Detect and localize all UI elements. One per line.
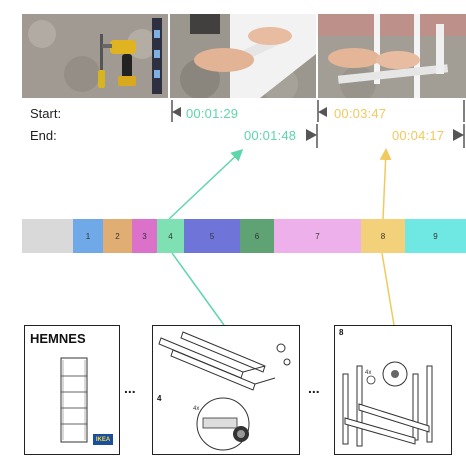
manual-step-4-page: 4 4x [152, 325, 300, 455]
segment-timeline: 1 2 3 4 5 6 7 8 9 [22, 219, 466, 253]
manual-cover-page: HEMNES IKEA [24, 325, 120, 455]
step-4-illustration [158, 331, 291, 451]
timeline-segment-5: 5 [184, 219, 240, 253]
timeline-segment-7: 7 [274, 219, 361, 253]
clip-1-start-marker [171, 100, 181, 122]
timeline-segment-4: 4 [157, 219, 184, 253]
step-8-illustration [342, 361, 433, 447]
video-frame-tools [22, 14, 168, 98]
clip-1-arrow [168, 148, 244, 220]
clip-2-arrow [379, 148, 392, 220]
ikea-logo: IKEA [93, 434, 113, 445]
step-8-detail-count: 4x [365, 370, 372, 376]
timeline-segment-2: 2 [103, 219, 132, 253]
timeline-segment-3: 3 [132, 219, 157, 253]
timeline-segment-1: 1 [73, 219, 103, 253]
bookcase-illustration [60, 357, 88, 443]
start-label: Start: [30, 106, 62, 121]
timeline-segment-8: 8 [361, 219, 405, 253]
ellipsis-1: ... [124, 380, 136, 396]
ellipsis-2: ... [308, 380, 320, 396]
end-label: End: [30, 128, 57, 143]
clip-1-end-timecode: 00:01:48 [244, 128, 297, 143]
timeline-segment-6: 6 [240, 219, 274, 253]
timeline-segment-9: 9 [405, 219, 466, 253]
step-4-connector [171, 252, 225, 326]
manual-step-8-page: 8 4x [334, 325, 452, 455]
step-4-number: 4 [157, 394, 162, 403]
step-8-connector [381, 252, 395, 326]
manual-title: HEMNES [30, 331, 86, 346]
clip-2-start-timecode: 00:03:47 [334, 106, 387, 121]
clip-2-start-marker [317, 100, 327, 122]
step-8-number: 8 [339, 328, 344, 337]
clip-1-start-timecode: 00:01:29 [186, 106, 239, 121]
timeline-segment-0 [22, 219, 73, 253]
video-frame-clip-2 [318, 14, 466, 98]
video-frame-clip-1 [170, 14, 316, 98]
clip-2-end-marker [453, 124, 465, 148]
clip-2-end-timecode: 00:04:17 [392, 128, 445, 143]
step-4-detail-count: 4x [193, 406, 200, 412]
clip-1-end-marker [306, 124, 318, 148]
